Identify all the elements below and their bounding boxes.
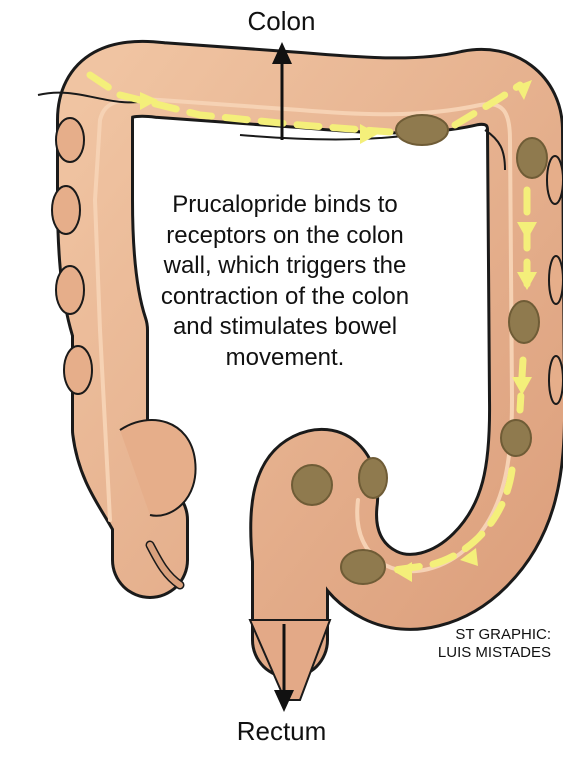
stool-pellet (509, 301, 539, 343)
caption-line: Prucalopride binds to (120, 190, 450, 221)
stool-pellet (517, 138, 547, 178)
caption-line: and stimulates bowel (120, 312, 450, 343)
stool-pellet (501, 420, 531, 456)
colon-label: Colon (0, 6, 563, 37)
rectum-label: Rectum (0, 716, 563, 747)
caption-line: movement. (120, 343, 450, 374)
caption-line: wall, which triggers the (120, 251, 450, 282)
stool-pellet (359, 458, 387, 498)
caption-text: Prucalopride binds to receptors on the c… (120, 190, 450, 373)
graphic-credit: ST GRAPHIC: LUIS MISTADES (438, 626, 551, 662)
colon-tube (52, 79, 563, 700)
stool-pellet (396, 115, 448, 145)
stool-pellet (341, 550, 385, 584)
credit-line: ST GRAPHIC: (438, 626, 551, 644)
caption-line: receptors on the colon (120, 221, 450, 252)
credit-line: LUIS MISTADES (438, 644, 551, 662)
caption-line: contraction of the colon (120, 282, 450, 313)
stool-pellet (292, 465, 332, 505)
